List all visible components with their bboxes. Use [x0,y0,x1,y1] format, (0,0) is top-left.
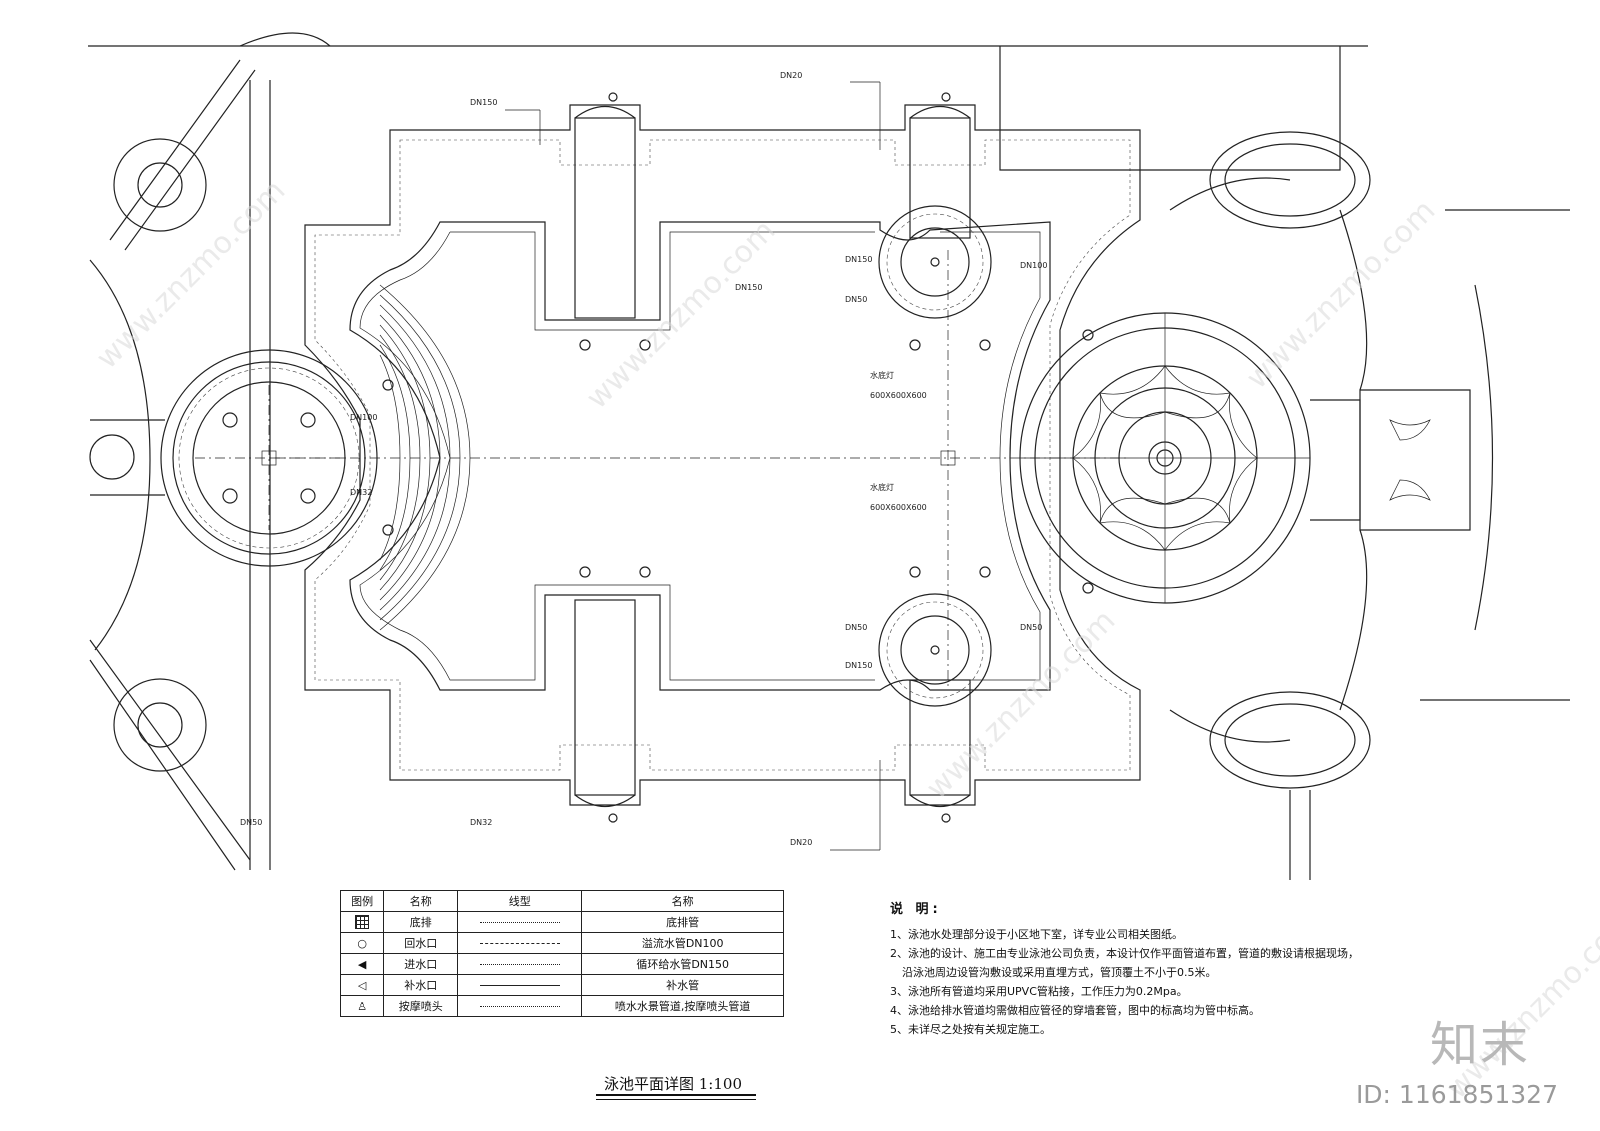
title-underline [596,1094,756,1096]
linetype-fountain [479,1006,560,1007]
legend-header-name: 名称 [383,890,459,912]
note-item: 1、泳池水处理部分设于小区地下室，详专业公司相关图纸。 [890,928,1183,941]
image-id-watermark: ID: 1161851327 [1355,1080,1558,1109]
notes-title: 说 明: [890,902,942,917]
legend-row: ◀ 进水口 循环给水管DN150 [339,953,784,975]
legend-line-name: 底排管 [581,911,784,933]
pool-steps [379,284,471,631]
legend-name: 补水口 [383,974,459,996]
massage-nozzle-icon: ♙ [339,995,385,1017]
ann-dn32-bottom: DN32 [470,818,492,827]
legend-row: 底排 底排管 [339,911,784,933]
legend-name: 进水口 [383,953,459,975]
inlet-triangle-icon: ◀ [339,953,385,975]
ann-dn20-top: DN20 [780,71,802,80]
legend-row: ♙ 按摩喷头 喷水水景管道,按摩喷头管道 [339,995,784,1017]
ann-dim-1: 600X600X600 [870,391,927,400]
ann-dn150-jacuzzi-top: DN150 [845,255,872,264]
legend-line-name: 循环给水管DN150 [581,953,784,975]
pipe-annotations: DN150 DN20 DN150 DN150 DN50 DN100 水底灯 60… [240,71,1047,851]
makeup-triangle-icon: ◁ [339,974,385,996]
bridge-piers [574,92,971,823]
svg-text:www.znzmo.com: www.znzmo.com [580,213,783,416]
linetype-overflow [479,943,560,944]
ann-dn150-mid: DN150 [735,283,762,292]
legend-name: 底排 [383,911,459,933]
drawing-title: 泳池平面详图 1:100 [604,1075,742,1093]
ann-dn50-jacuzzi-bot: DN50 [845,623,867,632]
massage-nozzles [382,329,1094,594]
note-item: 2、泳池的设计、施工由专业泳池公司负责，本设计仅作平面管道布置，管道的敷设请根据… [890,947,1359,960]
legend-table: 图例 名称 线型 名称 底排 底排管 ○ 回水口 溢流水管DN100 ◀ 进水口… [339,890,784,1017]
ann-dn150-top: DN150 [470,98,497,107]
note-item: 3、泳池所有管道均采用UPVC管粘接，工作压力为0.2Mpa。 [890,985,1188,998]
right-site-elements [999,46,1570,880]
svg-text:www.znzmo.com: www.znzmo.com [90,173,293,376]
note-item: 5、未详尽之处按有关规定施工。 [890,1023,1051,1036]
left-site-elements [89,32,331,871]
linetype-makeup [479,985,560,986]
grid-drain-icon [355,915,370,929]
linetype-drain [479,922,560,923]
brand-watermark: 知末 [1429,1017,1530,1073]
note-item: 4、泳池给排水管道均需做相应管径的穿墙套管，图中的标高均为管中标高。 [890,1004,1260,1017]
legend-line-name: 喷水水景管道,按摩喷头管道 [581,995,784,1017]
legend-header-row: 图例 名称 线型 名称 [339,890,784,912]
ann-dn50-bottom-left: DN50 [240,818,262,827]
ann-dn100-right-top: DN100 [1020,261,1047,270]
legend-row: ◁ 补水口 补水管 [339,974,784,996]
legend-row: ○ 回水口 溢流水管DN100 [339,932,784,954]
lotus-fountain [1019,312,1311,604]
ann-light-1: 水底灯 [870,370,894,380]
outlet-circle-icon: ○ [339,932,385,954]
ann-dn32-left: DN32 [350,488,372,497]
legend-header-linename: 名称 [581,890,784,912]
linetype-circulation [479,964,560,965]
ann-dim-2: 600X600X600 [870,503,927,512]
ann-dn150-jacuzzi-bot: DN150 [845,661,872,670]
note-item: 沿泳池周边设管沟敷设或采用直埋方式，管顶覆土不小于0.5米。 [902,966,1217,979]
svg-text:www.znzmo.com: www.znzmo.com [1240,193,1443,396]
main-drain-grid [940,450,956,466]
legend-name: 按摩喷头 [383,995,459,1017]
legend-line-name: 补水管 [581,974,784,996]
ann-light-2: 水底灯 [870,482,894,492]
ann-dn50-jacuzzi-top: DN50 [845,295,867,304]
title-underline-thin [596,1099,756,1100]
design-notes: 说 明: 1、泳池水处理部分设于小区地下室，详专业公司相关图纸。 2、泳池的设计… [890,900,1410,1039]
legend-header-symbol: 图例 [339,890,385,912]
ann-dn50-right-bot: DN50 [1020,623,1042,632]
ann-dn20-bottom: DN20 [790,838,812,847]
legend-header-linetype: 线型 [457,890,583,912]
legend-line-name: 溢流水管DN100 [581,932,784,954]
jacuzzi-pools [878,205,992,707]
legend-name: 回水口 [383,932,459,954]
ann-dn100-left: DN100 [350,413,377,422]
pool-outline [304,104,1141,806]
